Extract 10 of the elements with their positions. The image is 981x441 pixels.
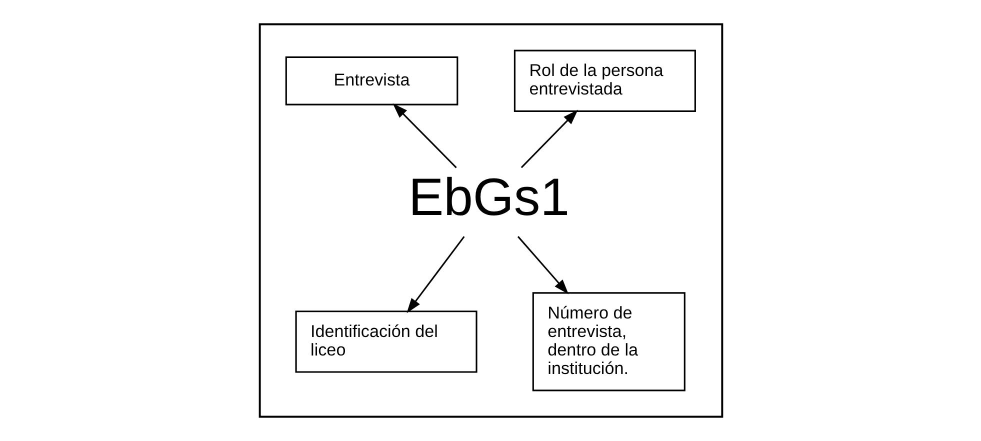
arrow [406,236,464,314]
arrow [392,103,456,168]
node-box: Rol de la persona entrevistada [513,50,696,112]
node-box: Número de entrevista, dentro de la institución. [532,292,685,392]
arrow [520,110,578,168]
node-box: Entrevista [284,56,458,106]
arrow [516,236,568,294]
node-text: EbGs1 [408,168,570,228]
node-box: Identificación del liceo [294,310,477,373]
cluster [258,23,723,418]
